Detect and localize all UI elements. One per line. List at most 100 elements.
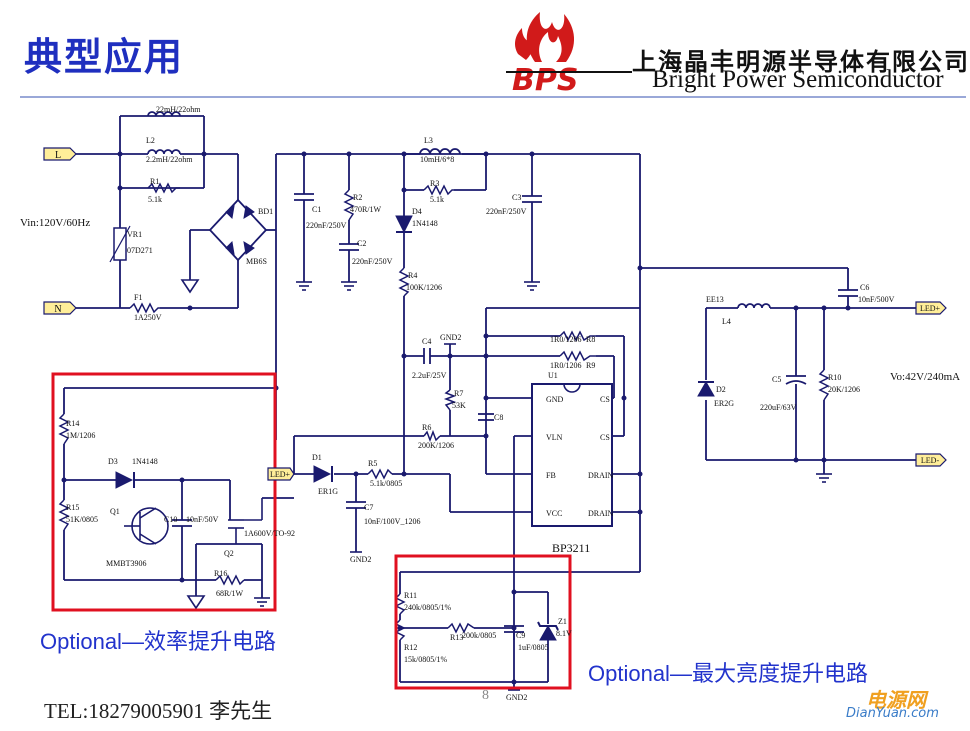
ic-u1-body	[531, 383, 613, 527]
component-label: 51K/0805	[66, 515, 98, 524]
component-label: R7	[454, 389, 463, 398]
component-label: 20K/1206	[828, 385, 860, 394]
page-title: 典型应用	[24, 35, 185, 79]
component-label: R6	[422, 423, 431, 432]
component-label: CS	[600, 433, 610, 442]
component-label: R12	[404, 643, 417, 652]
component-label: VLN	[546, 433, 563, 442]
component-label: LED+	[270, 470, 291, 479]
component-label: R13	[450, 633, 463, 642]
component-label: GND2	[350, 555, 371, 564]
component-label: C1	[312, 205, 321, 214]
component-label: 1R0/1206	[550, 361, 582, 370]
component-label: 5.1k	[148, 195, 162, 204]
component-label: 07D271	[127, 246, 153, 255]
port-l: L	[43, 147, 77, 161]
component-label: 5.1k	[430, 195, 444, 204]
label-ic-name: BP3211	[552, 541, 590, 555]
port-led-plus-in: LED+	[267, 467, 295, 481]
component-label: L4	[722, 317, 731, 326]
component-label: C4	[422, 337, 431, 346]
component-label: 1N4148	[412, 219, 438, 228]
company-name-cn: 上海晶丰明源半导体有限公司	[632, 48, 970, 76]
label-vin: Vin:120V/60Hz	[20, 217, 90, 229]
component-label: C2	[357, 239, 366, 248]
component-label: C3	[512, 193, 521, 202]
component-label: L3	[424, 136, 433, 145]
component-label: 220nF/250V	[486, 207, 527, 216]
component-label: BD1	[258, 207, 273, 216]
flame-icon	[515, 12, 575, 62]
component-label: LED+	[920, 304, 941, 313]
component-label: FB	[546, 471, 556, 480]
component-label: Q1	[110, 507, 120, 516]
component-label: MMBT3906	[106, 559, 146, 568]
logo-text: BPS	[512, 63, 578, 98]
component-label: LED-	[921, 456, 940, 465]
component-label: C8	[494, 413, 503, 422]
component-label: MB6S	[246, 257, 267, 266]
component-label: R1	[150, 177, 159, 186]
optional-brightness-label: Optional—最大亮度提升电路	[588, 661, 868, 686]
component-label: 10nF/100V_1206	[364, 517, 420, 526]
component-label: N	[54, 304, 61, 315]
component-label: 100K/1206	[406, 283, 442, 292]
component-label: D3	[108, 457, 118, 466]
component-label: GND2	[440, 333, 461, 342]
component-label: ER1G	[318, 487, 338, 496]
optional-brightness-box	[394, 554, 572, 690]
component-label: R3	[430, 179, 439, 188]
component-label: 1A600V/TO-92	[244, 529, 295, 538]
component-label: 22mH/22ohm	[156, 105, 201, 114]
component-label: GND2	[506, 693, 527, 702]
page-number: 8	[482, 688, 489, 703]
component-label: 53K	[452, 401, 466, 410]
component-label: D4	[412, 207, 422, 216]
component-label: R14	[66, 419, 79, 428]
component-label: U1	[548, 371, 558, 380]
component-label: 200K/1206	[418, 441, 454, 450]
component-label: EE13	[706, 295, 724, 304]
component-label: L2	[146, 136, 155, 145]
component-label: R11	[404, 591, 417, 600]
component-label: 8.1V	[556, 629, 572, 638]
component-label: F1	[134, 293, 142, 302]
component-label: ER2G	[714, 399, 734, 408]
label-vout: Vo:42V/240mA	[890, 371, 960, 383]
component-label: C9	[516, 631, 525, 640]
port-n: N	[43, 301, 77, 315]
component-label: C10	[164, 515, 177, 524]
contact-info: TEL:18279005901 李先生	[44, 699, 273, 723]
component-label: R2	[353, 193, 362, 202]
component-label: 1M/1206	[66, 431, 95, 440]
component-label: R5	[368, 459, 377, 468]
company-name-en: Bright Power Semiconductor	[652, 66, 944, 93]
watermark-cn: 电源网	[866, 688, 926, 712]
component-label: 240k/0805/1%	[404, 603, 451, 612]
component-label: 2.2mH/22ohm	[146, 155, 193, 164]
component-label: 470R/1W	[350, 205, 382, 214]
component-label: CS	[600, 395, 610, 404]
component-label: Z1	[558, 617, 567, 626]
port-led-minus-out: LED-	[915, 453, 947, 467]
component-label: R9	[586, 361, 595, 370]
component-label: R8	[586, 335, 595, 344]
component-label: DRAIN	[588, 509, 614, 518]
component-label: 1N4148	[132, 457, 158, 466]
component-label: 2.2uF/25V	[412, 371, 447, 380]
component-label: 220nF/250V	[352, 257, 393, 266]
component-label: Q2	[224, 549, 234, 558]
component-label: R16	[214, 569, 227, 578]
optional-efficiency-label: Optional—效率提升电路	[40, 629, 276, 654]
component-label: C6	[860, 283, 869, 292]
component-label: 10nF/500V	[858, 295, 895, 304]
component-label: L	[55, 150, 61, 161]
component-label: 1A250V	[134, 313, 162, 322]
component-label: R10	[828, 373, 841, 382]
component-label: 68R/1W	[216, 589, 244, 598]
component-label: C7	[364, 503, 373, 512]
component-label: VCC	[546, 509, 562, 518]
component-label: D1	[312, 453, 322, 462]
watermark-en: DianYuan.com	[846, 706, 939, 721]
